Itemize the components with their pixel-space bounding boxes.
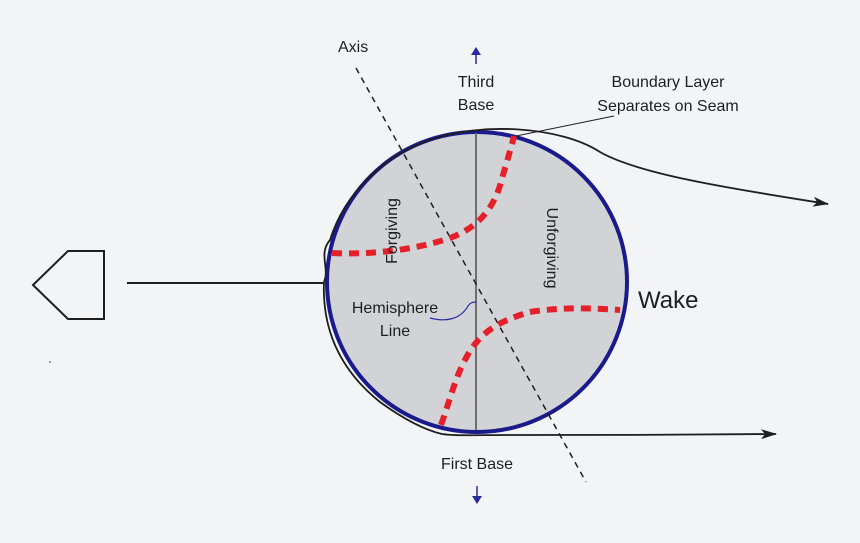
wake-label: Wake [638, 287, 698, 314]
stray-dot [49, 361, 51, 363]
hemisphere-label-line2: Line [380, 323, 410, 340]
boundary-label-line1: Boundary Layer [612, 74, 726, 91]
first-base-label: First Base [441, 456, 513, 473]
pitcher-icon [31, 250, 105, 320]
forgiving-label: Forgiving [384, 198, 401, 264]
third-base-label-line2: Base [458, 97, 495, 114]
spin-axis [355, 67, 587, 483]
upper-flow-streamline [323, 128, 829, 283]
boundary-label-line2: Separates on Seam [597, 98, 738, 115]
seam-lower [438, 305, 621, 427]
hemisphere-label-line1: Hemisphere [352, 300, 438, 317]
seam-upper [331, 135, 517, 257]
lower-flow-streamline [323, 281, 777, 440]
hemisphere-leader-line [429, 301, 477, 321]
unforgiving-label: Unforgiving [543, 208, 560, 289]
third-base-label-line1: Third [458, 74, 494, 91]
axis-label: Axis [338, 39, 368, 56]
boundary-leader-line [515, 115, 615, 137]
